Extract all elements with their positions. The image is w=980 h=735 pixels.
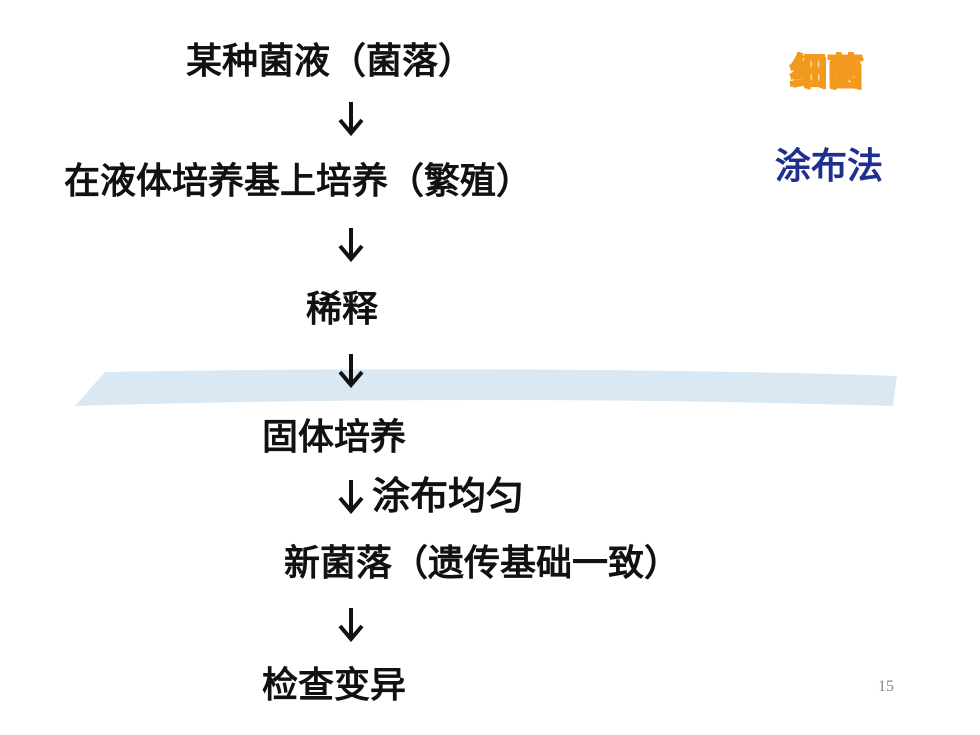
step-new-colony: 新菌落（遗传基础一致）	[284, 543, 681, 584]
down-arrow-icon	[336, 100, 366, 136]
down-arrow-icon	[336, 606, 366, 642]
step-bacterial-liquid: 某种菌液（菌落）	[186, 41, 475, 82]
divider-band	[75, 369, 897, 406]
down-arrow-icon	[336, 226, 366, 262]
step-solid-culture: 固体培养	[262, 417, 407, 458]
bacteria-tag: 细菌	[789, 51, 865, 94]
down-arrow-icon	[336, 478, 366, 514]
spread-plate-method: 涂布法	[775, 146, 884, 187]
page-number: 15	[878, 678, 894, 695]
step-liquid-culture: 在液体培养基上培养（繁殖）	[64, 161, 533, 202]
down-arrow-icon	[336, 352, 366, 388]
step-dilution: 稀释	[306, 289, 379, 330]
step-check-variation: 检查变异	[262, 665, 407, 706]
step-spread-evenly: 涂布均匀	[372, 474, 525, 518]
